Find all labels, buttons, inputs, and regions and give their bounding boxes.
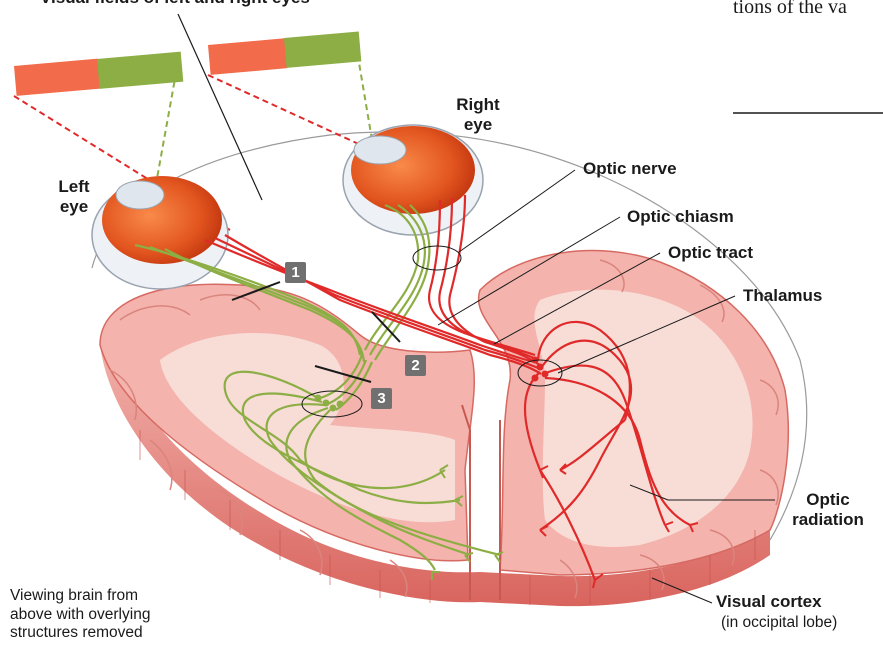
left-eye-label: Left eye xyxy=(52,177,96,217)
optic-tract-label: Optic tract xyxy=(668,243,753,263)
right-eye-visual-field-bar xyxy=(208,31,361,74)
clipped-body-text: tions of the va xyxy=(733,0,847,19)
optic-radiation-label: Optic radiation xyxy=(780,490,876,530)
lesion-marker-3: 3 xyxy=(371,388,392,409)
visual-cortex-sublabel: (in occipital lobe) xyxy=(721,614,837,633)
optic-chiasm-label: Optic chiasm xyxy=(627,207,734,227)
visual-cortex-label: Visual cortex xyxy=(716,592,822,612)
thalamus-label: Thalamus xyxy=(743,286,822,306)
lesion-marker-2: 2 xyxy=(405,355,426,376)
optic-nerve-label: Optic nerve xyxy=(583,159,677,179)
left-eyeball xyxy=(92,176,228,289)
clipped-heading: Visual fields of left and right eyes xyxy=(40,0,310,8)
right-eye-label: Right eye xyxy=(446,95,510,135)
lesion-marker-1: 1 xyxy=(285,262,306,283)
figure-caption: Viewing brain from above with overlying … xyxy=(10,587,150,643)
left-eye-visual-field-bar xyxy=(14,52,183,96)
